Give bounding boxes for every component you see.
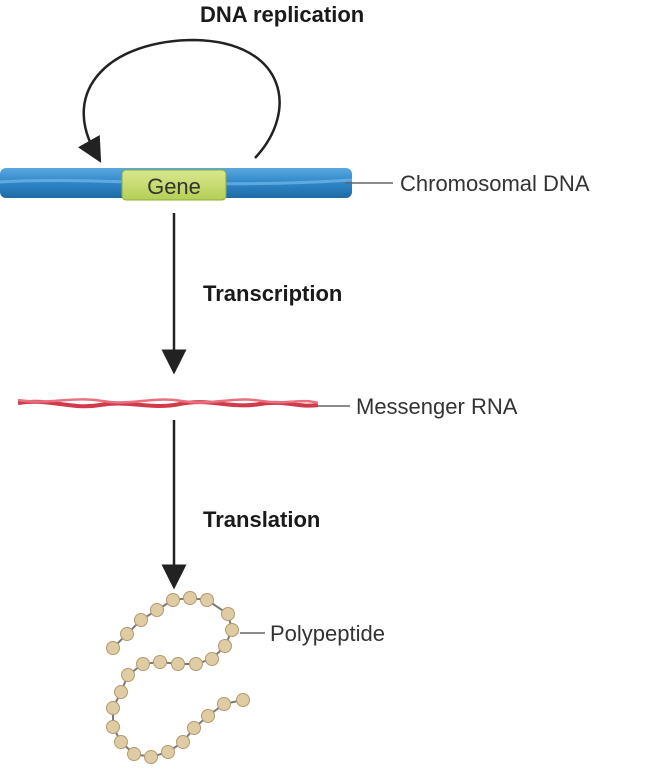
messenger-rna-label: Messenger RNA: [356, 394, 518, 419]
amino-acid-bead: [187, 721, 201, 735]
amino-acid-bead: [201, 709, 215, 723]
amino-acid-bead: [150, 603, 164, 617]
amino-acid-bead: [217, 697, 231, 711]
amino-acid-bead: [153, 655, 167, 669]
amino-acid-bead: [166, 593, 180, 607]
amino-acid-bead: [176, 735, 190, 749]
amino-acid-bead: [106, 720, 120, 734]
replication-loop-arrow: [77, 38, 281, 163]
amino-acid-bead: [106, 641, 120, 655]
amino-acid-bead: [106, 701, 120, 715]
amino-acid-bead: [121, 668, 135, 682]
amino-acid-bead: [171, 657, 185, 671]
gene-label: Gene: [147, 174, 201, 199]
amino-acid-bead: [205, 652, 219, 666]
amino-acid-bead: [120, 627, 134, 641]
amino-acid-bead: [161, 745, 175, 759]
amino-acid-bead: [225, 623, 239, 637]
gene-segment: Gene: [121, 169, 227, 201]
amino-acid-bead: [236, 693, 250, 707]
amino-acid-bead: [183, 591, 197, 605]
amino-acid-bead: [114, 685, 128, 699]
amino-acid-bead: [134, 613, 148, 627]
amino-acid-bead: [127, 747, 141, 761]
dna-replication-label: DNA replication: [200, 2, 364, 27]
polypeptide-chain: [106, 591, 250, 764]
amino-acid-bead: [218, 639, 232, 653]
amino-acid-bead: [144, 750, 158, 764]
messenger-rna-strand: [17, 398, 319, 409]
translation-label: Translation: [203, 507, 320, 532]
amino-acid-bead: [200, 593, 214, 607]
amino-acid-bead: [221, 607, 235, 621]
chromosomal-dna-label: Chromosomal DNA: [400, 171, 590, 196]
amino-acid-bead: [114, 735, 128, 749]
amino-acid-bead: [189, 657, 203, 671]
amino-acid-bead: [136, 657, 150, 671]
polypeptide-label: Polypeptide: [270, 621, 385, 646]
transcription-label: Transcription: [203, 281, 342, 306]
